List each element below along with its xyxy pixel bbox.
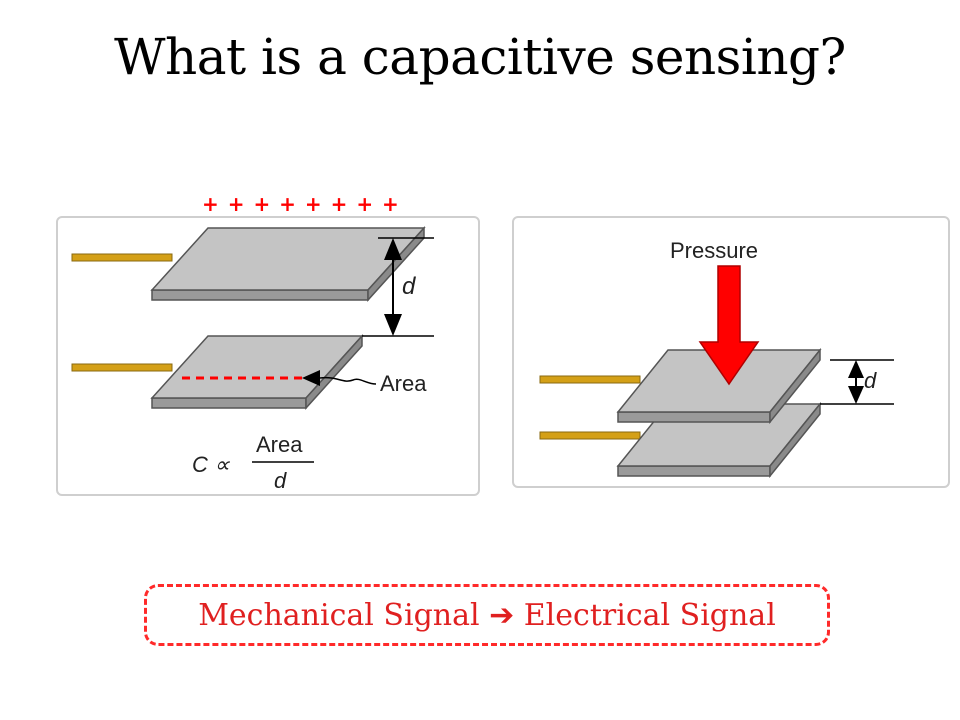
gap-dimension — [362, 237, 434, 337]
bottom-wire — [539, 431, 641, 440]
pressure-arrow — [698, 265, 760, 386]
gap-label: d — [864, 368, 877, 393]
top-wire — [71, 253, 173, 262]
formula-numerator: Area — [256, 432, 303, 457]
gap-dimension — [820, 359, 894, 405]
bottom-plate — [150, 334, 364, 410]
pressure-label: Pressure — [670, 238, 758, 263]
capacitance-formula: C ∝ Area d — [192, 432, 314, 493]
top-wire — [539, 375, 641, 384]
top-plate — [150, 226, 426, 302]
page-title: What is a capacitive sensing? — [114, 28, 846, 86]
parallel-plate-diagram: Area d C ∝ Area d — [56, 216, 480, 496]
pressure-svg: Pressure d — [539, 238, 894, 479]
pressure-diagram: Pressure d — [512, 216, 950, 488]
signal-caption-box: Mechanical Signal ➔ Electrical Signal — [144, 584, 830, 646]
signal-caption: Mechanical Signal ➔ Electrical Signal — [198, 597, 776, 633]
area-arrow — [302, 370, 377, 386]
gap-label: d — [402, 273, 416, 300]
formula-lhs: C ∝ — [192, 452, 231, 477]
positive-charges: + + + + + + + + — [202, 192, 400, 216]
bottom-wire — [71, 363, 173, 372]
parallel-plate-svg: Area d C ∝ Area d — [71, 226, 434, 493]
formula-denominator: d — [274, 468, 287, 493]
area-label: Area — [380, 371, 427, 396]
top-plate — [616, 347, 822, 425]
